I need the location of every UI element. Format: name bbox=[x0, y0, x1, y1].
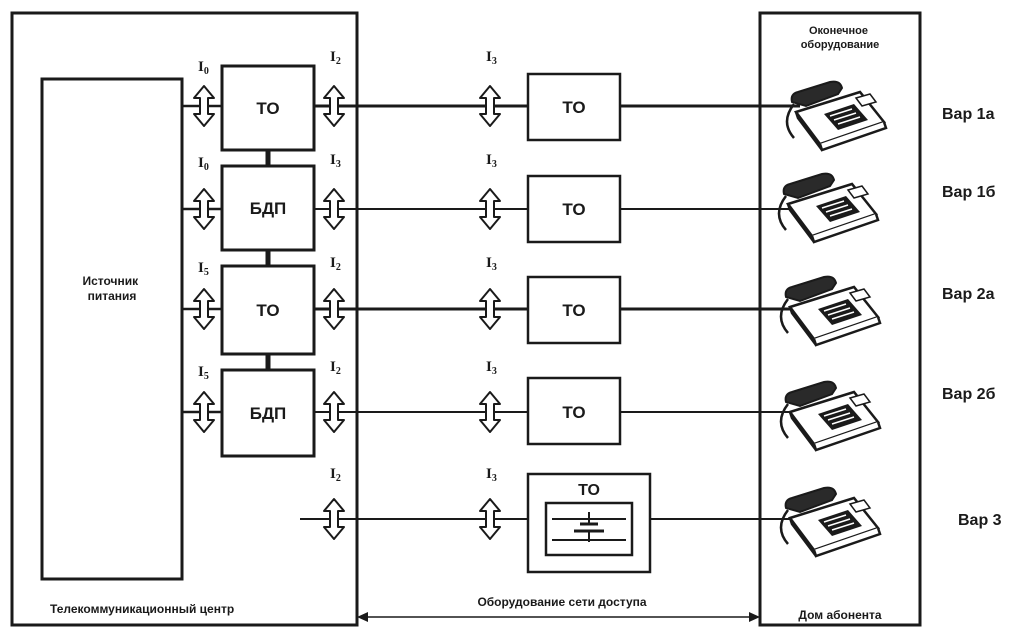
svg-text:I3: I3 bbox=[330, 152, 341, 170]
access-block-4 bbox=[526, 376, 622, 446]
access-block-3-label: ТО bbox=[562, 301, 585, 320]
interface-labels: I0 I0 I5 I5 I2 I3 I2 I2 I2 I3 I3 I3 I3 I… bbox=[198, 49, 497, 484]
access-block-5-label: ТО bbox=[578, 482, 600, 499]
svg-text:I3: I3 bbox=[486, 466, 497, 484]
svg-text:I2: I2 bbox=[330, 466, 341, 484]
svg-text:I0: I0 bbox=[198, 155, 209, 173]
svg-text:I2: I2 bbox=[330, 359, 341, 377]
power-source-box bbox=[40, 77, 184, 581]
svg-text:I3: I3 bbox=[486, 49, 497, 67]
power-source-label: Источник питания bbox=[83, 274, 142, 303]
svg-text:I3: I3 bbox=[486, 359, 497, 377]
svg-text:I5: I5 bbox=[198, 260, 209, 278]
variant-label-3: Вар 2а bbox=[942, 286, 995, 303]
access-network-label: Оборудование сети доступа bbox=[477, 595, 646, 609]
telephone-icon bbox=[777, 80, 888, 558]
svg-text:I2: I2 bbox=[330, 255, 341, 273]
center-block-1-label: ТО bbox=[256, 99, 279, 118]
center-block-3 bbox=[220, 264, 316, 356]
access-block-2 bbox=[526, 174, 622, 244]
svg-text:I0: I0 bbox=[198, 59, 209, 77]
access-block-4-label: ТО bbox=[562, 403, 585, 422]
center-block-1 bbox=[220, 64, 316, 152]
subscriber-home-frame bbox=[758, 11, 922, 627]
variant-label-1: Вар 1а bbox=[942, 106, 995, 123]
svg-text:I5: I5 bbox=[198, 364, 209, 382]
variant-label-4: Вар 2б bbox=[942, 386, 996, 403]
access-block-3 bbox=[526, 275, 622, 345]
variant-label-2: Вар 1б bbox=[942, 184, 996, 201]
center-block-2-label: БДП bbox=[250, 199, 287, 218]
svg-text:I2: I2 bbox=[330, 49, 341, 67]
center-block-3-label: ТО bbox=[256, 301, 279, 320]
telecom-center-label: Телекоммуникационный центр bbox=[50, 602, 234, 616]
battery-icon bbox=[544, 501, 634, 557]
access-network-span-arrow bbox=[357, 612, 760, 622]
svg-text:I3: I3 bbox=[486, 152, 497, 170]
access-block-1 bbox=[526, 72, 622, 142]
variant-label-5: Вар 3 bbox=[958, 512, 1002, 529]
center-block-4-label: БДП bbox=[250, 404, 287, 423]
telecom-center-frame bbox=[10, 11, 359, 627]
access-block-1-label: ТО bbox=[562, 98, 585, 117]
center-block-4 bbox=[220, 368, 316, 458]
subscriber-home-label: Дом абонента bbox=[798, 608, 882, 622]
terminal-equipment-label: Оконечное оборудование bbox=[801, 25, 880, 51]
access-block-2-label: ТО bbox=[562, 200, 585, 219]
svg-text:I3: I3 bbox=[486, 255, 497, 273]
